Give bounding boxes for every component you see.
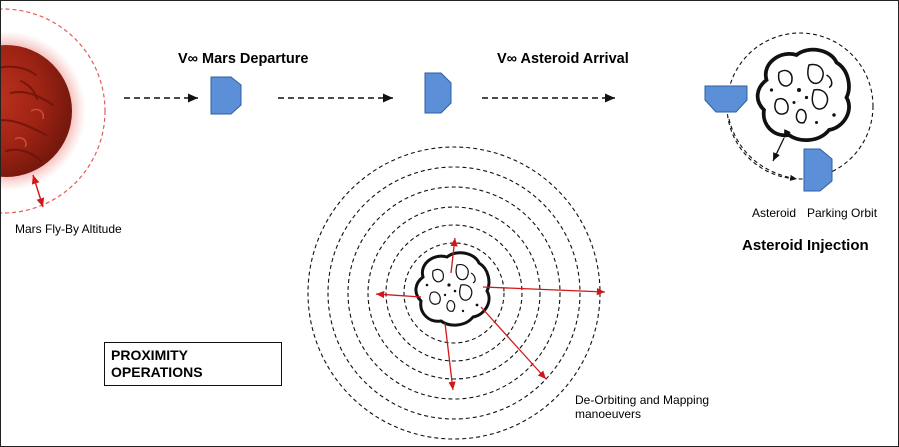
- asteroid-label: Asteroid: [752, 206, 797, 220]
- mars-flyby-orbit: [1, 8, 106, 214]
- spacecraft-departure: [210, 76, 242, 115]
- mars-planet: [1, 31, 86, 191]
- mars-departure-label: V∞ Mars Departure: [178, 51, 309, 67]
- parking-orbit-label: Parking Orbit: [807, 206, 878, 220]
- asteroid-injection-label: Asteroid Injection: [742, 237, 869, 254]
- spacecraft-parking-orbit: [803, 148, 833, 192]
- deorbit-line-1: De-Orbiting and Mapping: [575, 393, 710, 407]
- proximity-line-1: PROXIMITY: [111, 347, 189, 363]
- flyby-altitude-label: Mars Fly-By Altitude: [15, 222, 122, 236]
- proximity-red-arrows: [375, 237, 606, 391]
- spacecraft-arrival: [704, 85, 748, 113]
- deorbit-label: De-Orbiting and Mapping manoeuvers: [575, 393, 709, 421]
- proximity-operations-box: PROXIMITY OPERATIONS: [104, 342, 282, 386]
- proximity-line-2: OPERATIONS: [111, 364, 203, 380]
- asteroid-arrival-label: V∞ Asteroid Arrival: [497, 51, 629, 67]
- asteroid-injection-scene: [704, 32, 874, 192]
- spacecraft-cruise: [424, 72, 452, 114]
- flyby-altitude-arrow: [31, 174, 45, 208]
- parking-orbit-distance-arrow: [772, 129, 791, 162]
- deorbit-line-2: manoeuvers: [575, 407, 642, 421]
